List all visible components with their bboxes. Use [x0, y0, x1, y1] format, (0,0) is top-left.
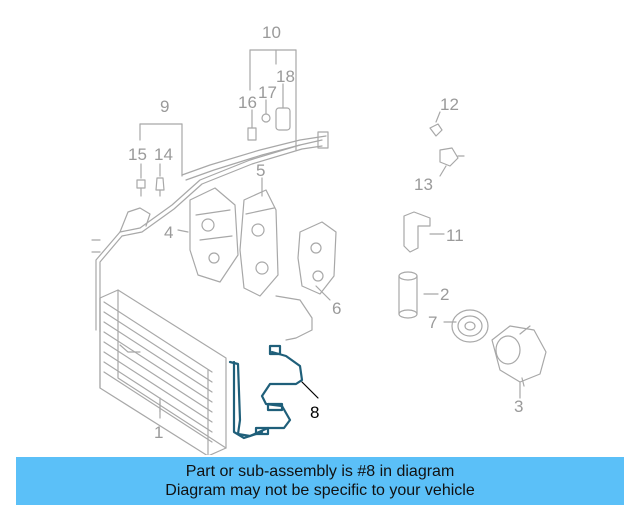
bracket-5 [239, 189, 279, 297]
callout-15: 15 [128, 145, 147, 164]
callout-7: 7 [428, 313, 437, 332]
compressor-3 [491, 325, 547, 387]
parts-diagram: 1 2 3 4 5 6 7 8 9 10 11 12 13 14 15 16 1… [91, 23, 547, 455]
receiver-18 [275, 97, 291, 131]
callout-5: 5 [256, 161, 265, 180]
callout-2: 2 [440, 285, 449, 304]
callout-9: 9 [160, 97, 169, 116]
caption-line-2: Diagram may not be specific to your vehi… [165, 482, 475, 499]
switch-13 [439, 147, 465, 167]
callout-1: 1 [154, 423, 163, 442]
switch-16 [247, 123, 257, 141]
ac-line-assembly [91, 131, 329, 333]
callout-numbers: 1 2 3 4 5 6 7 8 9 10 11 12 13 14 15 16 1… [128, 23, 523, 442]
fitting-15 [136, 179, 146, 197]
sensor-12 [429, 123, 443, 137]
fitting-14 [155, 177, 165, 197]
callout-10: 10 [262, 23, 281, 42]
highlighted-hose-8 [228, 344, 319, 440]
clutch-pulley-7 [451, 309, 489, 343]
callout-17: 17 [258, 83, 277, 102]
bracket-11 [403, 211, 431, 253]
callout-13: 13 [414, 175, 433, 194]
callout-8: 8 [310, 403, 319, 422]
drier-2 [398, 271, 418, 319]
info-caption: Part or sub-assembly is #8 in diagram Di… [16, 457, 624, 505]
suction-hose [275, 295, 313, 341]
callout-16: 16 [238, 93, 257, 112]
callout-11: 11 [446, 226, 464, 245]
callout-14: 14 [154, 145, 173, 164]
callout-12: 12 [440, 95, 459, 114]
caption-line-1: Part or sub-assembly is #8 in diagram [185, 463, 455, 480]
callout-6: 6 [332, 299, 341, 318]
callout-4: 4 [164, 223, 173, 242]
bracket-6 [297, 221, 337, 295]
valve-17 [261, 113, 271, 123]
callout-3: 3 [514, 397, 523, 416]
leader-lines [139, 49, 521, 419]
callout-18: 18 [276, 67, 295, 86]
bracket-4 [189, 187, 239, 283]
